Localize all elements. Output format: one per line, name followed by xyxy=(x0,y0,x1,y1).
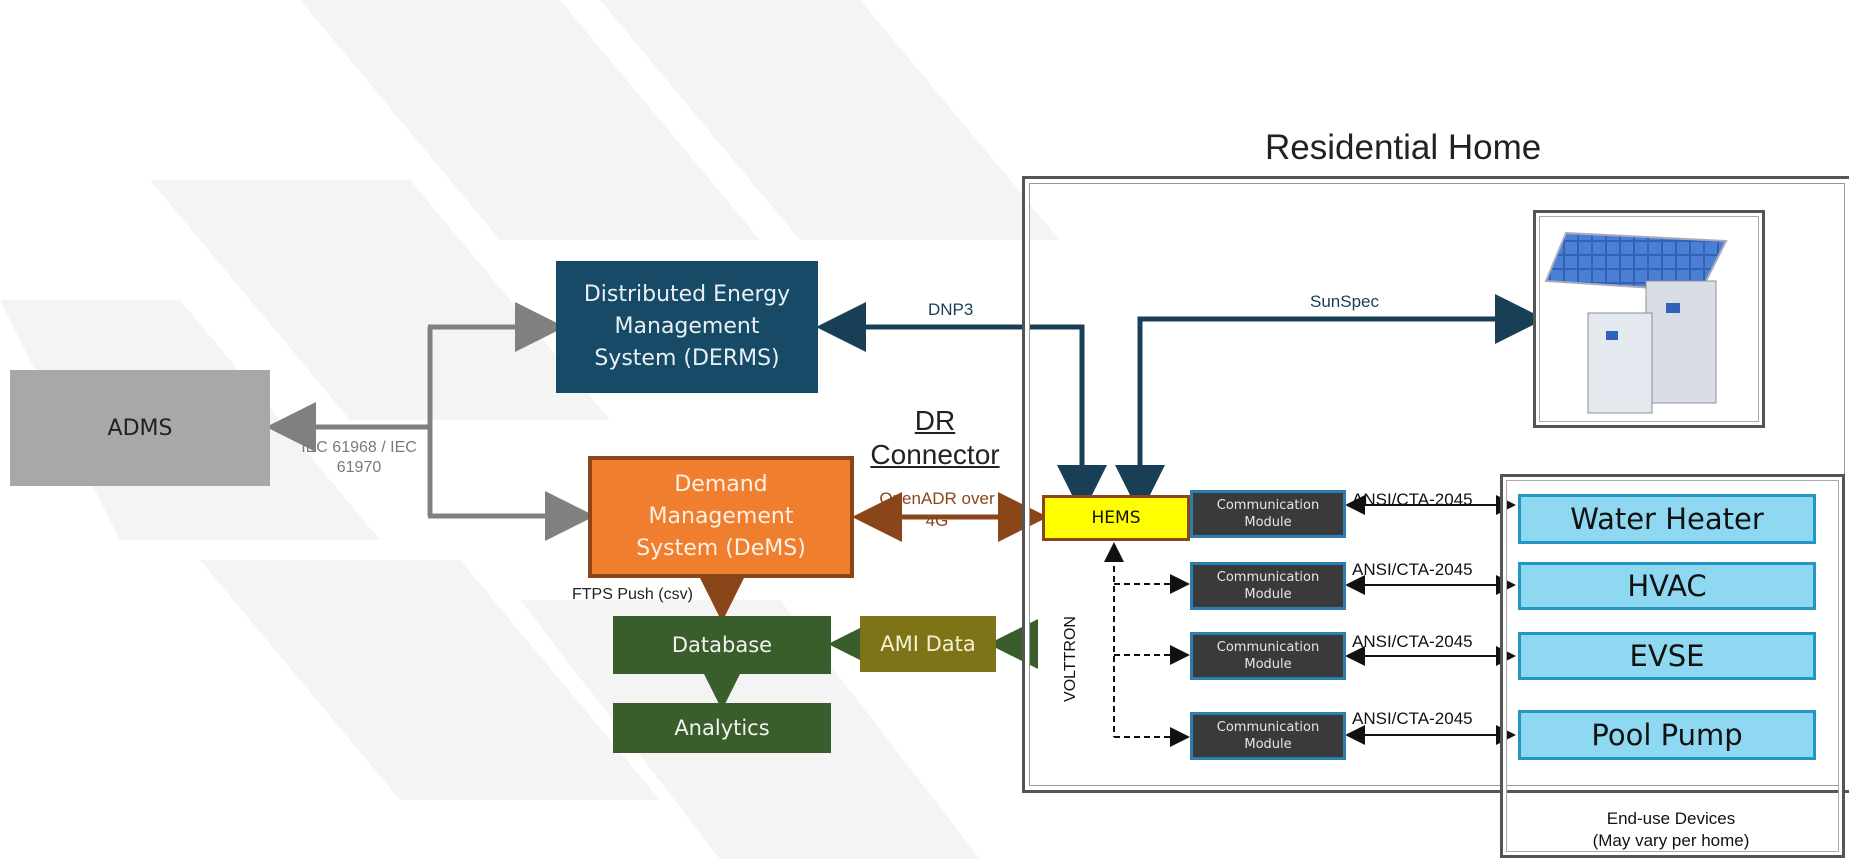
end-use-devices-label: End-use Devices(May vary per home) xyxy=(1592,809,1750,850)
ftps-label: FTPS Push (csv) xyxy=(572,586,693,603)
adms-label: ADMS xyxy=(107,415,173,441)
home-boundary xyxy=(1022,176,1849,793)
adms-box: ADMS xyxy=(10,370,270,486)
volttron-label: VOLTTRON xyxy=(1062,616,1079,702)
hems-box: HEMS xyxy=(1042,495,1190,541)
home-title: Residential Home xyxy=(1265,128,1542,167)
device-hvac: HVAC xyxy=(1518,562,1816,610)
dnp3-label: DNP3 xyxy=(928,300,974,319)
solar-inverter-icon xyxy=(1544,231,1728,414)
solar-image-frame xyxy=(1533,210,1765,428)
ansi-label-1: ANSI/CTA-2045 xyxy=(1352,490,1473,509)
ansi-label-3: ANSI/CTA-2045 xyxy=(1352,632,1473,651)
database-box: Database xyxy=(613,616,831,674)
ami-data-box: AMI Data xyxy=(860,616,996,672)
ansi-label-2: ANSI/CTA-2045 xyxy=(1352,560,1473,579)
device-evse: EVSE xyxy=(1518,632,1816,680)
device-water-heater: Water Heater xyxy=(1518,494,1816,544)
sunspec-label: SunSpec xyxy=(1310,292,1379,311)
analytics-box: Analytics xyxy=(613,703,831,753)
dnp3-line xyxy=(816,302,1107,515)
end-use-devices-frame xyxy=(1500,474,1845,858)
ansi-label-4: ANSI/CTA-2045 xyxy=(1352,709,1473,728)
device-pool-pump: Pool Pump xyxy=(1518,710,1816,760)
sunspec-line xyxy=(1115,294,1545,515)
